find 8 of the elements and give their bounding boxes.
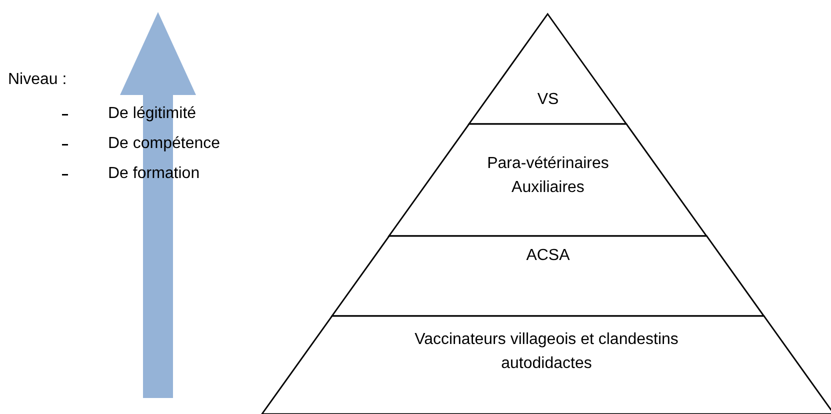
level-label: ACSA	[526, 246, 570, 266]
level-label: VS	[537, 90, 559, 110]
list-item: De compétence	[108, 134, 220, 154]
level-label: Vaccinateurs villageois et clandestins autodidactes	[414, 330, 680, 374]
level-label: Para-vétérinaires Auxiliaires	[486, 154, 610, 198]
list-item: De formation	[108, 164, 200, 184]
list-item: De légitimité	[108, 104, 196, 124]
list-heading: Niveau :	[8, 70, 67, 90]
